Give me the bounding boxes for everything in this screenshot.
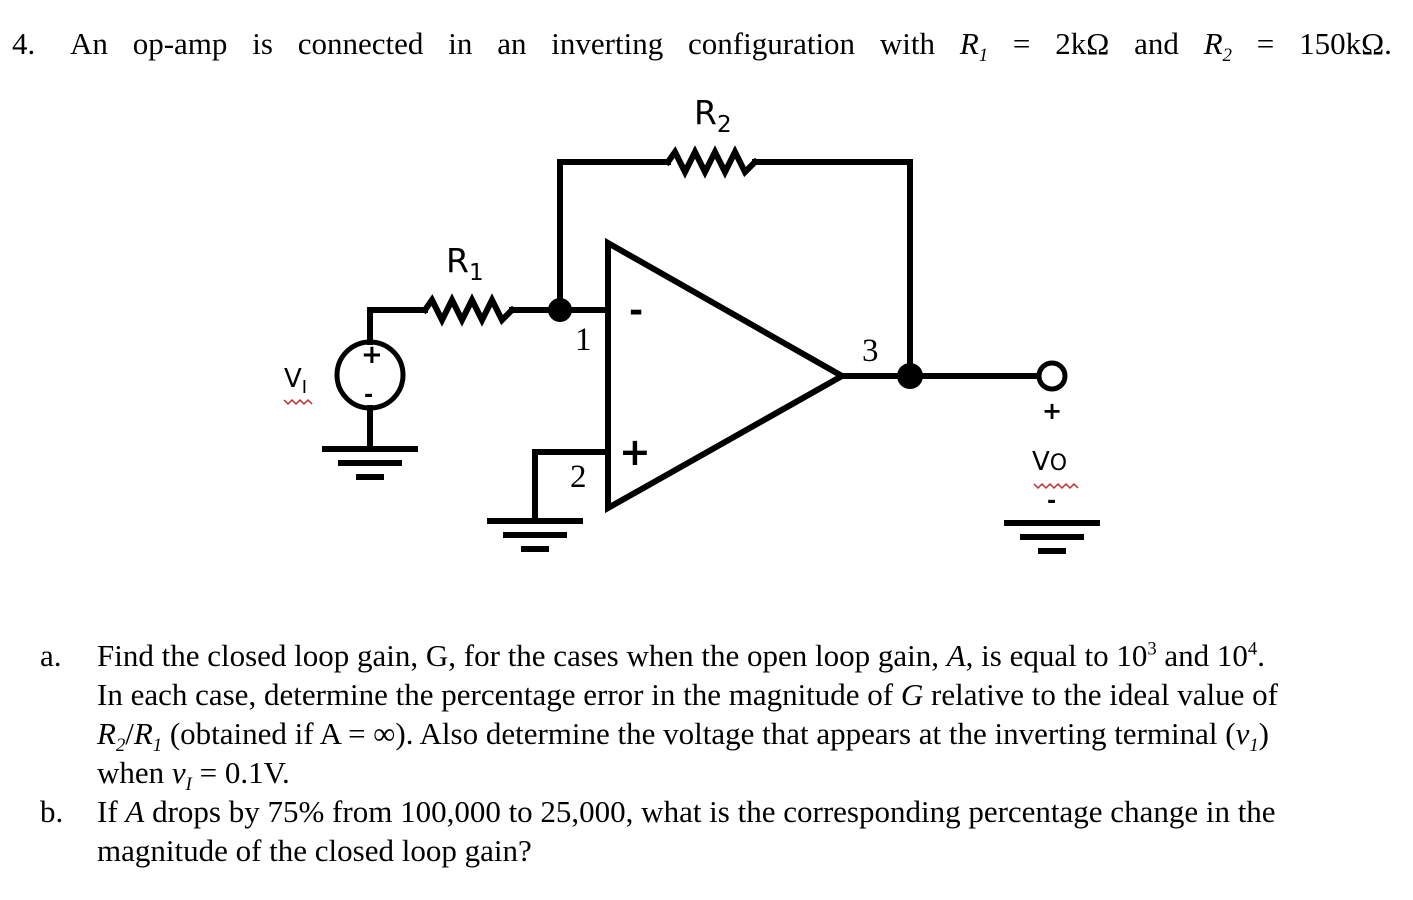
op-amp-circuit-diagram: R2 R1 VI + - - + 1 2 3 + VO - — [283, 93, 1100, 554]
vo-minus: - — [1047, 489, 1056, 514]
question-parts: a. Find the closed loop gain, G, for the… — [40, 636, 1390, 870]
word: connected — [297, 26, 424, 61]
part-b-marker: b. — [40, 794, 64, 829]
feedback-wire-right — [752, 159, 913, 379]
word: is — [252, 26, 273, 61]
part-a-marker: a. — [40, 638, 62, 673]
junction-node-inverting — [548, 298, 572, 322]
part-a-line-3: R2/R1 (obtained if A = ∞). Also determin… — [97, 716, 1269, 757]
r1-resistor — [420, 293, 517, 327]
part-b: b. If A drops by 75% from 100,000 to 25,… — [40, 792, 1390, 870]
word: configuration — [688, 26, 856, 61]
source-wire-top — [367, 307, 428, 345]
r1-symbol: R1 — [959, 26, 989, 67]
part-b-line-1: If A drops by 75% from 100,000 to 25,000… — [97, 794, 1276, 829]
vo-squiggle — [1033, 482, 1079, 490]
vo-label: VO — [1032, 447, 1067, 477]
vi-label: VI — [284, 364, 307, 398]
junction-node-output — [897, 363, 923, 389]
feedback-wire — [557, 159, 671, 313]
part-a-line-1: Find the closed loop gain, G, for the ca… — [97, 638, 1265, 673]
word: and — [1134, 26, 1179, 61]
inverting-sign: - — [629, 291, 643, 331]
word: in — [448, 26, 473, 61]
problem-text: An op-amp is connected in an inverting c… — [70, 24, 1392, 67]
part-a-line-4: when vI = 0.1V. — [97, 755, 290, 796]
equals-sign: = — [1012, 26, 1031, 61]
op-amp-triangle — [605, 237, 849, 514]
ground-icon-source — [322, 446, 418, 480]
problem-number: 4. — [12, 26, 36, 61]
word: An — [70, 26, 108, 61]
word: inverting — [551, 26, 664, 61]
r2-value: 150kΩ. — [1299, 26, 1392, 61]
word: with — [879, 26, 936, 61]
source-minus: - — [364, 383, 373, 408]
word: op-amp — [132, 26, 228, 61]
ground-icon-output — [1004, 520, 1100, 554]
pin-3-label: 3 — [862, 333, 879, 369]
equals-sign: = — [1256, 26, 1275, 61]
ground-icon-opamp — [487, 518, 583, 552]
source-plus: + — [361, 340, 383, 370]
vi-squiggle — [283, 398, 313, 406]
vo-plus: + — [1042, 397, 1062, 425]
r2-resistor — [663, 145, 760, 179]
pin-2-label: 2 — [570, 459, 587, 495]
output-terminal — [1036, 360, 1068, 392]
r1-value: 2kΩ — [1055, 26, 1110, 61]
pin-1-label: 1 — [575, 322, 592, 358]
part-b-line-2: magnitude of the closed loop gain? — [97, 833, 532, 868]
problem-statement: 4. An op-amp is connected in an invertin… — [12, 24, 1392, 67]
noninverting-input-wire — [532, 449, 611, 521]
part-a: a. Find the closed loop gain, G, for the… — [40, 636, 1390, 796]
r1-label: R1 — [446, 241, 484, 286]
word: an — [497, 26, 527, 61]
part-a-line-2: In each case, determine the percentage e… — [97, 677, 1278, 712]
noninverting-sign: + — [619, 430, 651, 474]
r2-symbol: R2 — [1203, 26, 1232, 67]
r2-label: R2 — [694, 93, 732, 138]
